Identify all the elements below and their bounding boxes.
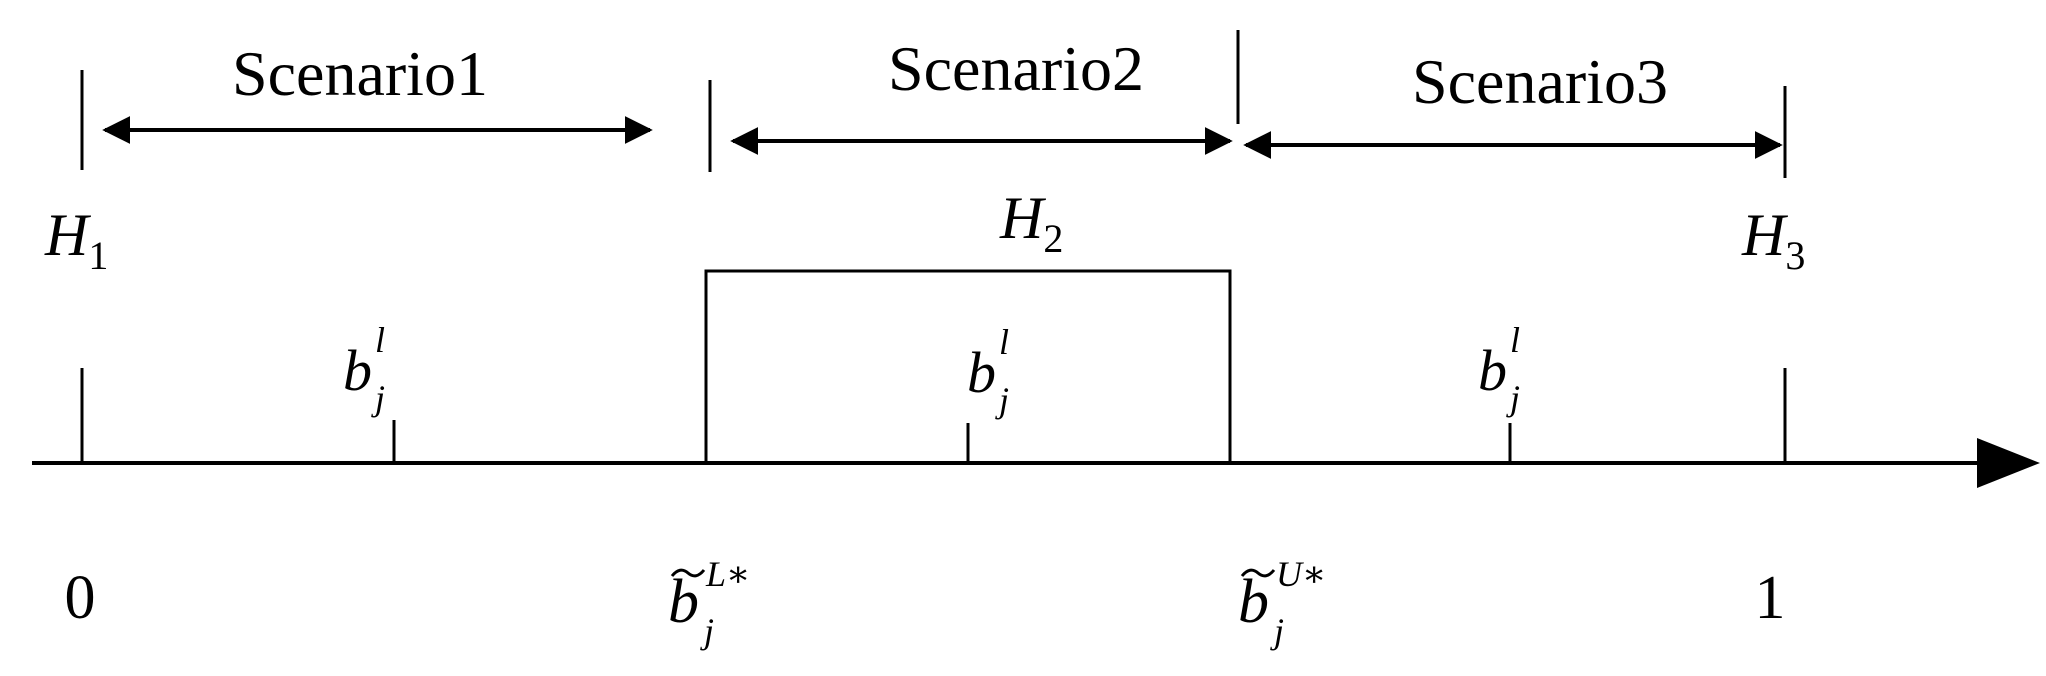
h2-interval-box — [704, 269, 1232, 465]
svg-text:l: l — [999, 322, 1009, 362]
lower-bound-tilde — [670, 568, 706, 578]
b-point3-label: b l j — [1478, 320, 1520, 418]
lower-bound-label: b L∗ j — [668, 554, 751, 651]
svg-text:j: j — [1506, 378, 1520, 418]
scenario2-label: Scenario2 — [888, 33, 1144, 104]
svg-text:l: l — [375, 320, 385, 360]
svg-text:j: j — [1270, 611, 1284, 651]
svg-text:L∗: L∗ — [705, 554, 751, 594]
svg-text:j: j — [700, 611, 714, 651]
upper-bound-tilde — [1240, 568, 1276, 578]
axis-arrowhead — [1977, 438, 2040, 488]
b-point1-label: b l j — [343, 320, 385, 418]
svg-text:b: b — [343, 338, 372, 403]
svg-text:j: j — [371, 378, 385, 418]
axis-one-label: 1 — [1755, 564, 1786, 632]
svg-text:U∗: U∗ — [1276, 554, 1326, 594]
svg-text:b: b — [1478, 338, 1507, 403]
upper-bound-label: b U∗ j — [1238, 554, 1326, 651]
h3-label: H3 — [1741, 202, 1805, 278]
svg-text:b: b — [668, 568, 699, 636]
axis-zero-label: 0 — [65, 564, 96, 632]
svg-text:j: j — [995, 380, 1009, 420]
svg-text:l: l — [1510, 320, 1520, 360]
h2-label: H2 — [999, 185, 1063, 261]
svg-text:b: b — [967, 340, 996, 405]
scenario1-label: Scenario1 — [232, 38, 488, 109]
svg-text:b: b — [1238, 568, 1269, 636]
h1-label: H1 — [44, 202, 108, 278]
scenario3-label: Scenario3 — [1412, 46, 1668, 117]
b-point2-label: b l j — [967, 322, 1009, 420]
